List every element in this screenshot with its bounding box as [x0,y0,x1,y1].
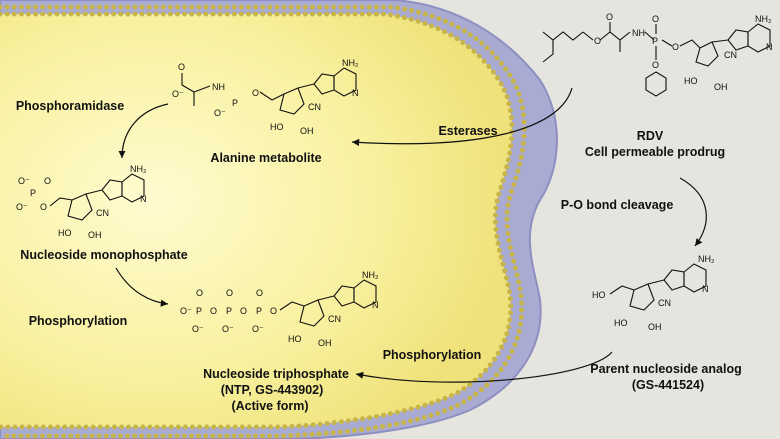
atom-ho: HO [684,76,698,86]
atom-o: O [652,14,659,24]
rdv-label: RDV [637,129,664,143]
atom-cn: CN [96,208,109,218]
atom-p: P [226,306,232,316]
step-phosphorylation-right: Phosphorylation [383,348,482,362]
triphosphate-label-1: Nucleoside triphosphate [203,367,349,381]
cell-interior [0,14,512,427]
atom-p: P [232,98,238,108]
atom-o: O [210,306,217,316]
atom-nh2: NH₂ [362,270,379,280]
atom-o-minus: O⁻ [192,324,204,334]
atom-o-minus: O⁻ [16,202,28,212]
atom-nh2: NH₂ [130,164,147,174]
step-phosphoramidase: Phosphoramidase [16,99,124,113]
triphosphate-label-3: (Active form) [231,399,308,413]
atom-o: O [40,202,47,212]
atom-oh: OH [318,338,332,348]
atom-cn: CN [658,298,671,308]
atom-o: O [594,36,601,46]
atom-o: O [652,60,659,70]
reaction-arrow-phosphoramidase [118,103,169,159]
atom-ho: HO [288,334,302,344]
monophosphate-label: Nucleoside monophosphate [20,248,187,262]
atom-o-minus: O⁻ [172,89,184,99]
reaction-arrow-phosphorylation-right [355,351,613,383]
atom-o-minus: O⁻ [214,108,226,118]
atom-cn: CN [724,50,737,60]
atom-oh: OH [88,230,102,240]
rdv-sublabel: Cell permeable prodrug [585,145,725,159]
atom-nh2: NH₂ [698,254,715,264]
atom-o: O [226,288,233,298]
atom-oh: OH [714,82,728,92]
atom-n: N [140,194,147,204]
atom-n: N [352,88,359,98]
atom-o-minus: O⁻ [252,324,264,334]
lipid-bilayer [0,11,515,430]
atom-o: O [178,62,185,72]
atom-p: P [652,36,658,46]
atom-ho: HO [270,122,284,132]
atom-o: O [240,306,247,316]
atom-cn: CN [328,314,341,324]
parent-label-1: Parent nucleoside analog [590,362,741,376]
atom-o: O [256,288,263,298]
atom-n: N [372,300,379,310]
atom-n: N [766,42,773,52]
atom-o: O [270,306,277,316]
atom-o-minus: O⁻ [180,306,192,316]
atom-o: O [44,176,51,186]
atom-cn: CN [308,102,321,112]
atom-o-minus: O⁻ [222,324,234,334]
lipid-bilayer-outer [0,4,527,439]
atom-p: P [30,188,36,198]
atom-ho: HO [58,228,72,238]
reaction-arrow-po-cleavage [679,177,707,247]
step-po-cleavage: P-O bond cleavage [561,198,674,212]
atom-oh: OH [300,126,314,136]
parent-structure: HO NH₂ N CN HO OH [592,254,715,332]
atom-o-minus: O⁻ [18,176,30,186]
atom-ho: HO [592,290,606,300]
atom-o: O [606,12,613,22]
atom-nh2: NH₂ [755,14,772,24]
atom-o: O [196,288,203,298]
reaction-arrow-phosphorylation-left [115,267,169,307]
atom-nh2: NH₂ [342,58,359,68]
alanine-structure: O O⁻ NH P O⁻ O NH₂ N CN HO OH [172,58,359,136]
step-phosphorylation-left: Phosphorylation [29,314,128,328]
step-esterases: Esterases [438,124,497,138]
atom-nh: NH [632,28,645,38]
atom-p: P [196,306,202,316]
reaction-arrow-esterases [351,87,573,147]
atom-p: P [256,306,262,316]
parent-label-2: (GS-441524) [632,378,704,392]
atom-o: O [672,42,679,52]
alanine-label: Alanine metabolite [210,151,321,165]
rdv-structure: O O NH P O O O NH₂ N CN HO OH [542,12,773,97]
monophosphate-structure: O⁻ P O⁻ O O NH₂ N CN HO OH [16,164,147,240]
atom-ho: HO [614,318,628,328]
atom-n: N [702,284,709,294]
atom-o: O [252,88,259,98]
atom-nh: NH [212,82,225,92]
atom-oh: OH [648,322,662,332]
triphosphate-label-2: (NTP, GS-443902) [221,383,324,397]
triphosphate-structure: O⁻ P O O⁻ O P O O⁻ O P O O⁻ O NH₂ N CN H… [180,270,379,348]
